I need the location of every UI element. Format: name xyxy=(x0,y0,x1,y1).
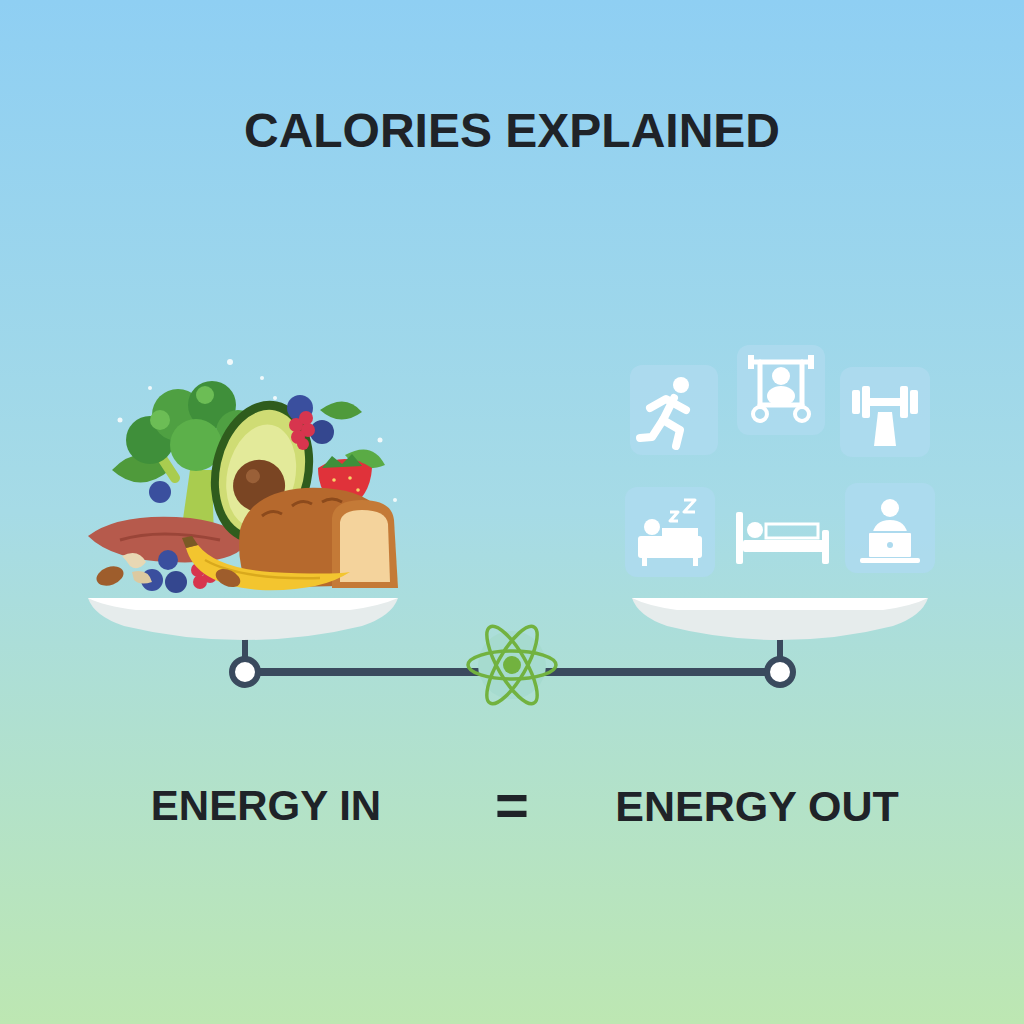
food-illustration-part xyxy=(182,536,198,548)
dumbbell-icon-part xyxy=(910,390,918,414)
left-plate-part xyxy=(88,598,398,610)
equals-sign: = xyxy=(495,771,529,838)
food-illustration-part-part xyxy=(227,359,233,365)
food-illustration-part-part xyxy=(299,411,313,425)
right-plate-part xyxy=(632,598,928,610)
food-illustration-part xyxy=(262,499,342,516)
balance-scale-part xyxy=(232,659,258,685)
exercise-machine-icon-part xyxy=(767,386,795,406)
bed-icon-part xyxy=(747,522,763,538)
running-icon-part xyxy=(673,377,689,393)
dumbbell-icon-part xyxy=(874,412,896,446)
food-illustration-part xyxy=(196,386,214,404)
food-illustration-part xyxy=(213,565,243,590)
desk-work-icon-part xyxy=(860,558,920,563)
sleep-icon-part xyxy=(662,528,698,536)
food-illustration-part xyxy=(340,510,390,582)
running-icon-part-part xyxy=(650,399,686,410)
food-illustration-part xyxy=(94,563,126,589)
atom-symbol-part xyxy=(478,620,546,710)
sleep-icon-part-part xyxy=(684,500,695,512)
dumbbell-icon-part xyxy=(870,398,900,406)
running-icon-part-part xyxy=(640,420,663,438)
running-icon xyxy=(630,365,718,455)
atom-symbol-part xyxy=(503,656,521,674)
energy-out-label: ENERGY OUT xyxy=(615,782,899,831)
food-illustration-part-part xyxy=(193,575,207,589)
exercise-machine-icon xyxy=(737,345,825,435)
exercise-machine-icon-part xyxy=(752,362,810,405)
sleep-icon-part-part xyxy=(670,512,678,521)
food-illustration-part xyxy=(120,534,220,540)
bed-icon-part xyxy=(743,540,829,552)
running-icon-part-part xyxy=(663,420,680,446)
food-illustration-part xyxy=(165,571,187,593)
activity-icons xyxy=(625,345,935,577)
dumbbell-icon-part xyxy=(852,390,860,414)
desk-work-icon-part xyxy=(868,532,912,558)
food-illustration-part-part xyxy=(348,476,352,480)
food-illustration-part xyxy=(118,359,398,502)
food-illustration-part xyxy=(150,410,170,430)
sleep-icon-part xyxy=(693,558,698,566)
food-illustration xyxy=(88,359,398,593)
desk-work-icon-part xyxy=(887,542,893,548)
exercise-machine-icon-part-part xyxy=(760,362,802,405)
sleep-icon-part xyxy=(642,558,647,566)
food-illustration-part xyxy=(122,553,146,568)
right-plate xyxy=(632,598,928,640)
exercise-machine-icon-part xyxy=(753,407,767,421)
title-heading: CALORIES EXPLAINED xyxy=(244,103,780,158)
desk-work-icon-part xyxy=(845,483,935,573)
exercise-machine-icon-part xyxy=(772,367,790,385)
exercise-machine-icon-part xyxy=(737,345,825,435)
dumbbell-icon-part xyxy=(900,386,908,418)
desk-work-icon-part xyxy=(881,499,899,517)
food-illustration-part-part xyxy=(297,438,309,450)
food-illustration-part-part xyxy=(393,498,397,502)
dumbbell-icon-part xyxy=(840,367,930,457)
atom-symbol-part xyxy=(478,620,546,710)
exercise-machine-icon-part xyxy=(795,407,809,421)
bed-icon-part xyxy=(766,524,818,538)
sleep-icon-part xyxy=(644,519,660,535)
food-illustration-part-part xyxy=(118,418,123,423)
bed-icon-part xyxy=(822,530,829,564)
food-illustration-part-part xyxy=(260,376,264,380)
exercise-machine-icon-part xyxy=(748,355,754,369)
atom-symbol xyxy=(468,620,556,710)
food-illustration-part-part xyxy=(273,396,277,400)
right-plate-part xyxy=(632,598,928,640)
food-illustration-part xyxy=(320,401,362,419)
food-illustration-part xyxy=(158,550,178,570)
food-illustration-part-part xyxy=(378,438,383,443)
running-icon-part xyxy=(630,365,718,455)
dumbbell-icon xyxy=(840,367,930,457)
desk-work-icon xyxy=(845,483,935,573)
exercise-machine-icon-part xyxy=(808,355,814,369)
sleep-icon-part xyxy=(670,500,695,521)
balance-scale-part xyxy=(767,659,793,685)
food-illustration-part xyxy=(149,481,171,503)
food-illustration-part xyxy=(186,545,350,590)
left-plate-part xyxy=(88,598,398,640)
bed-icon-part xyxy=(736,512,743,564)
atom-symbol-part xyxy=(468,651,556,679)
food-illustration-part xyxy=(132,571,152,583)
sleep-icon-part xyxy=(625,487,715,577)
sleep-icon xyxy=(625,487,715,577)
food-illustration-part-part xyxy=(245,468,262,485)
running-icon-part xyxy=(640,398,686,446)
sleep-icon-part xyxy=(638,536,702,558)
food-illustration-part-part xyxy=(356,488,360,492)
bed-icon xyxy=(736,512,829,564)
energy-in-label: ENERGY IN xyxy=(151,782,381,830)
left-plate xyxy=(88,598,398,640)
food-illustration-part xyxy=(322,454,362,468)
food-illustration-part-part xyxy=(332,478,336,482)
food-illustration-part-part xyxy=(148,386,152,390)
dumbbell-icon-part xyxy=(862,386,870,418)
